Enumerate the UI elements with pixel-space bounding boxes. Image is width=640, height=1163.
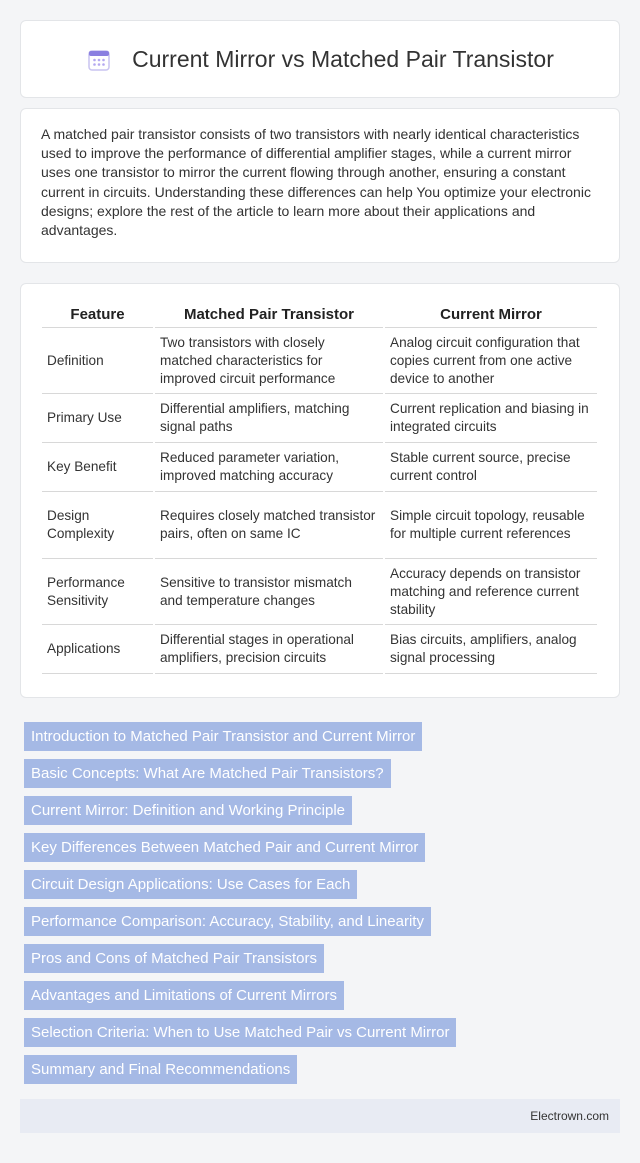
table-row: Performance Sensitivity Sensitive to tra… (42, 559, 597, 625)
table-cell-current-mirror: Analog circuit configuration that copies… (385, 328, 597, 394)
table-of-contents: Introduction to Matched Pair Transistor … (24, 722, 620, 1092)
table-cell-current-mirror: Bias circuits, amplifiers, analog signal… (385, 625, 597, 674)
table-cell-current-mirror: Stable current source, precise current c… (385, 443, 597, 492)
table-header-row: Feature Matched Pair Transistor Current … (42, 300, 597, 328)
table-cell-matched-pair: Requires closely matched transistor pair… (155, 492, 383, 559)
header-feature: Feature (42, 300, 153, 328)
table-cell-feature: Performance Sensitivity (42, 559, 153, 625)
table-row: Applications Differential stages in oper… (42, 625, 597, 674)
comparison-table: Feature Matched Pair Transistor Current … (40, 300, 599, 674)
toc-link-selection-criteria[interactable]: Selection Criteria: When to Use Matched … (24, 1018, 457, 1047)
table-cell-matched-pair: Two transistors with closely matched cha… (155, 328, 383, 394)
table-cell-matched-pair: Reduced parameter variation, improved ma… (155, 443, 383, 492)
table-cell-matched-pair: Sensitive to transistor mismatch and tem… (155, 559, 383, 625)
toc-link-advantages-limitations[interactable]: Advantages and Limitations of Current Mi… (24, 981, 344, 1010)
footer-site-name: Electrown.com (530, 1109, 609, 1123)
toc-link-basic-concepts[interactable]: Basic Concepts: What Are Matched Pair Tr… (24, 759, 391, 788)
table-row: Definition Two transistors with closely … (42, 328, 597, 394)
table-row: Key Benefit Reduced parameter variation,… (42, 443, 597, 492)
toc-link-key-differences[interactable]: Key Differences Between Matched Pair and… (24, 833, 426, 862)
title-card: Current Mirror vs Matched Pair Transisto… (20, 20, 620, 98)
comparison-table-card: Feature Matched Pair Transistor Current … (20, 283, 620, 698)
table-cell-current-mirror: Current replication and biasing in integ… (385, 394, 597, 443)
table-cell-feature: Definition (42, 328, 153, 394)
table-row: Primary Use Differential amplifiers, mat… (42, 394, 597, 443)
header-matched-pair: Matched Pair Transistor (155, 300, 383, 328)
intro-card: A matched pair transistor consists of tw… (20, 108, 620, 263)
table-cell-feature: Applications (42, 625, 153, 674)
toc-link-introduction[interactable]: Introduction to Matched Pair Transistor … (24, 722, 423, 751)
footer: Electrown.com (20, 1099, 620, 1133)
page-title: Current Mirror vs Matched Pair Transisto… (132, 45, 554, 72)
intro-paragraph: A matched pair transistor consists of tw… (41, 126, 591, 239)
toc-link-performance-comparison[interactable]: Performance Comparison: Accuracy, Stabil… (24, 907, 431, 936)
table-cell-current-mirror: Simple circuit topology, reusable for mu… (385, 492, 597, 559)
toc-link-circuit-design-applications[interactable]: Circuit Design Applications: Use Cases f… (24, 870, 358, 899)
table-row: Design Complexity Requires closely match… (42, 492, 597, 559)
header-current-mirror: Current Mirror (385, 300, 597, 328)
table-cell-matched-pair: Differential stages in operational ampli… (155, 625, 383, 674)
toc-link-summary[interactable]: Summary and Final Recommendations (24, 1055, 298, 1084)
table-cell-current-mirror: Accuracy depends on transistor matching … (385, 559, 597, 625)
table-cell-feature: Primary Use (42, 394, 153, 443)
table-cell-feature: Key Benefit (42, 443, 153, 492)
table-cell-matched-pair: Differential amplifiers, matching signal… (155, 394, 383, 443)
toc-link-pros-cons-matched-pair[interactable]: Pros and Cons of Matched Pair Transistor… (24, 944, 324, 973)
toc-link-current-mirror-definition[interactable]: Current Mirror: Definition and Working P… (24, 796, 353, 825)
calendar-icon (86, 47, 112, 73)
table-cell-feature: Design Complexity (42, 492, 153, 559)
